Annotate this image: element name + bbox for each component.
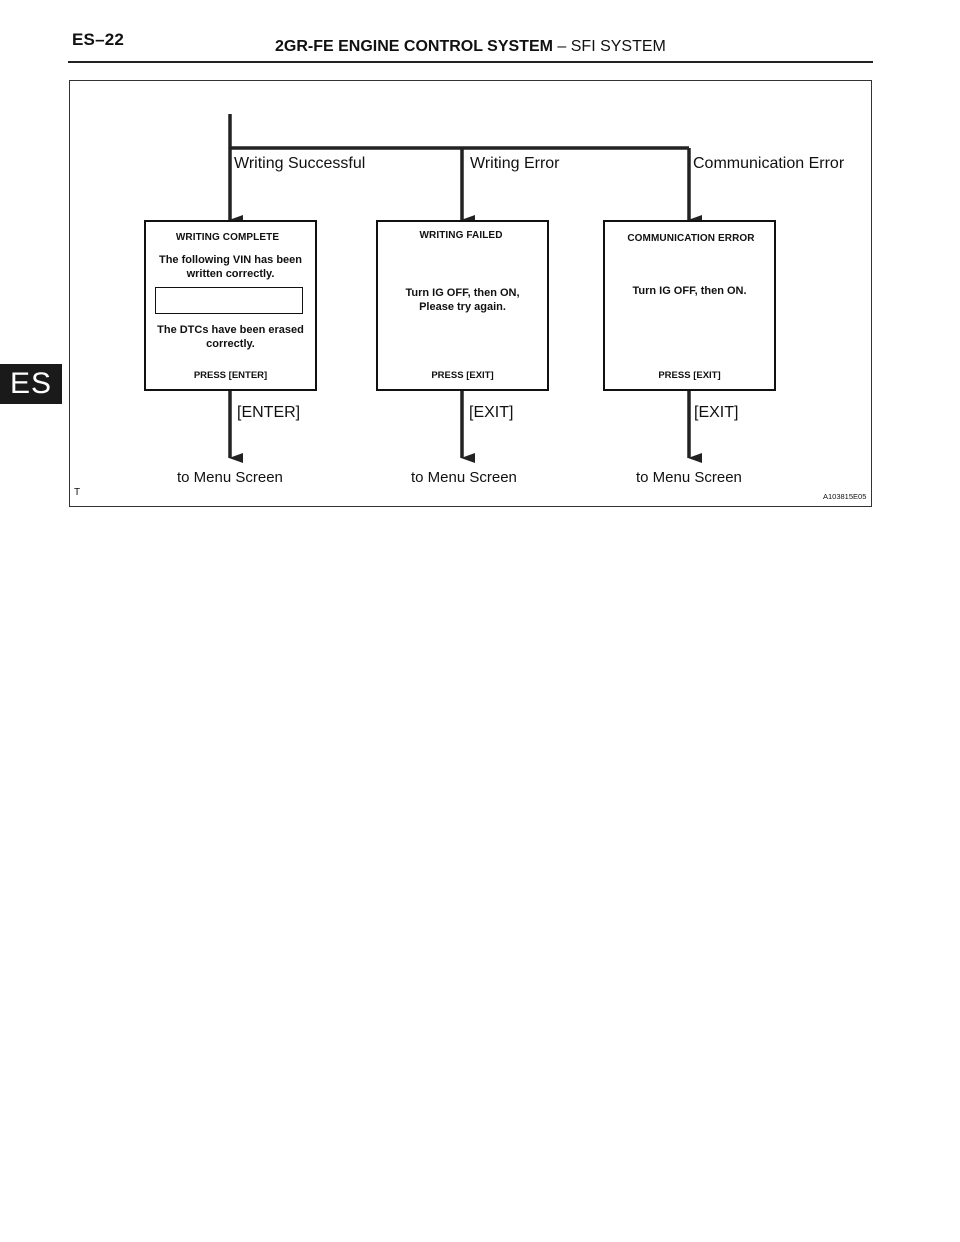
screen-press-hint: PRESS [ENTER]: [193, 370, 268, 381]
screen-press-hint: PRESS [EXIT]: [658, 370, 721, 381]
flow-connectors: [228, 114, 702, 463]
header-title-bold: 2GR-FE ENGINE CONTROL SYSTEM: [275, 38, 553, 55]
figure-frame: [69, 80, 872, 507]
header-title-rest: SFI SYSTEM: [570, 38, 666, 55]
key-label-enter: [ENTER]: [237, 404, 301, 421]
header-title-separator: –: [552, 38, 571, 55]
header-rule: [68, 61, 873, 63]
screen-writing-complete: WRITING COMPLETE The following VIN has b…: [144, 220, 317, 391]
page-number: ES–22: [72, 30, 125, 49]
screen-title: COMMUNICATION ERROR: [627, 233, 755, 244]
destination-label-2: to Menu Screen: [411, 469, 517, 486]
screen-message-dtc: The DTCs have been erased correctly.: [157, 324, 304, 350]
screen-press-hint: PRESS [EXIT]: [431, 370, 494, 381]
screen-communication-error: COMMUNICATION ERROR Turn IG OFF, then ON…: [603, 220, 776, 391]
screen-message: Turn IG OFF, then ON.: [632, 285, 747, 297]
vin-display-box: [155, 287, 303, 314]
page-header-title: 2GR-FE ENGINE CONTROL SYSTEM – SFI SYSTE…: [275, 38, 666, 56]
screen-message: The following VIN has been written corre…: [158, 254, 302, 280]
figure-id: A103815E05: [823, 492, 867, 501]
destination-label-1: to Menu Screen: [177, 469, 283, 486]
branch-label-success: Writing Successful: [234, 155, 366, 172]
key-label-exit-2: [EXIT]: [694, 404, 739, 421]
key-label-exit-1: [EXIT]: [469, 404, 514, 421]
section-tab: ES: [0, 364, 62, 404]
screen-writing-failed: WRITING FAILED Turn IG OFF, then ON, Ple…: [376, 220, 549, 391]
screen-title: WRITING FAILED: [419, 230, 503, 241]
figure-corner-mark: T: [74, 487, 81, 498]
screen-title: WRITING COMPLETE: [175, 232, 280, 243]
branch-label-communication-error: Communication Error: [693, 155, 845, 172]
branch-label-writing-error: Writing Error: [470, 155, 560, 172]
screen-message: Turn IG OFF, then ON, Please try again.: [405, 287, 520, 313]
destination-label-3: to Menu Screen: [636, 469, 742, 486]
